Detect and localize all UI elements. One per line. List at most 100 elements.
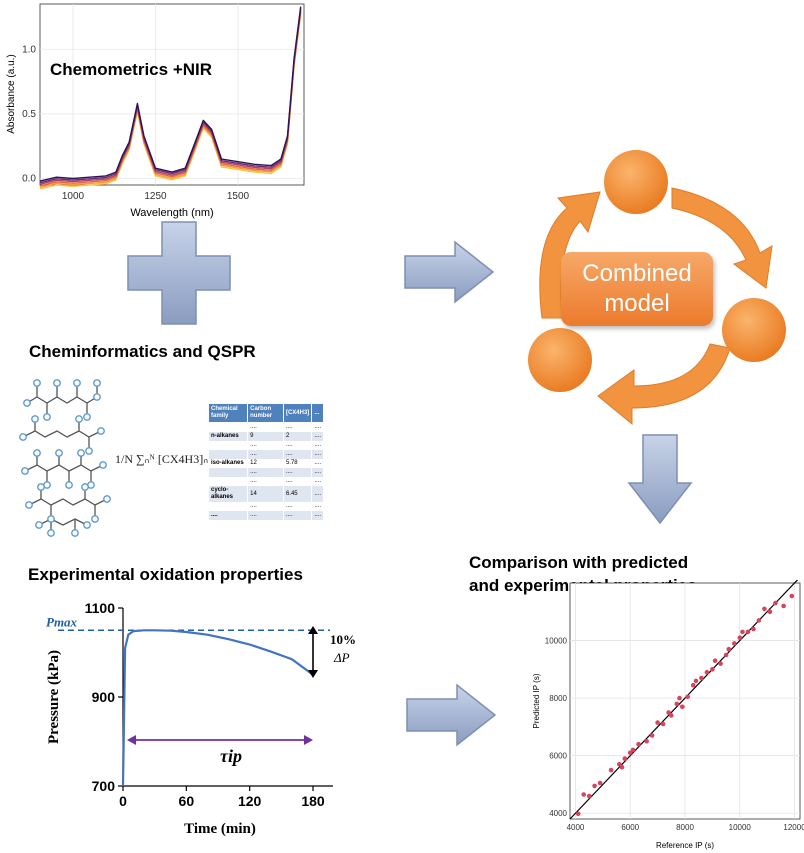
scatter-xtick-label: 4000 bbox=[567, 823, 585, 832]
scatter-point bbox=[756, 618, 762, 623]
table-cell: .... bbox=[282, 511, 313, 520]
scatter-point bbox=[762, 606, 767, 612]
qspr-header-carbon: Carbon number bbox=[247, 403, 284, 423]
heading-oxidation: Experimental oxidation properties bbox=[28, 565, 303, 584]
scatter-ylabel: Predicted IP (s) bbox=[532, 673, 541, 728]
table-cell: iso-alkanes bbox=[207, 459, 249, 468]
table-cell: .... bbox=[311, 450, 324, 459]
scatter-ytick-label: 4000 bbox=[549, 809, 567, 818]
nir-x-ticks: 1000 1250 1500 bbox=[62, 191, 250, 202]
scatter-point bbox=[619, 764, 625, 770]
pressure-series-line bbox=[121, 629, 314, 787]
table-cell: 9 bbox=[247, 432, 284, 441]
scatter-point bbox=[622, 756, 628, 761]
tau-arrow bbox=[127, 735, 313, 745]
nir-spectrum-line bbox=[39, 6, 302, 182]
scatter-point bbox=[592, 783, 597, 789]
table-cell: .... bbox=[247, 422, 284, 432]
nir-ytick-label: 0.0 bbox=[22, 174, 36, 185]
scatter-point bbox=[718, 661, 723, 666]
scatter-point bbox=[745, 629, 751, 635]
nir-xtick-label: 1250 bbox=[144, 191, 167, 202]
scatter-point bbox=[597, 780, 603, 786]
scatter-point bbox=[789, 593, 795, 599]
delta-p-symbol: ΔP bbox=[333, 650, 350, 665]
scatter-point bbox=[693, 678, 699, 684]
table-cell: .... bbox=[207, 511, 249, 520]
table-cell: .... bbox=[282, 477, 313, 486]
scatter-fit-line bbox=[569, 580, 799, 820]
cycle-orb-left bbox=[528, 328, 592, 392]
scatter-point bbox=[669, 713, 674, 718]
table-cell: .... bbox=[311, 477, 324, 486]
scatter-point bbox=[644, 739, 649, 744]
table-row: ............ bbox=[207, 477, 324, 486]
table-cell: 6.45 bbox=[282, 486, 313, 502]
scatter-point bbox=[581, 792, 586, 797]
table-cell: .... bbox=[282, 450, 313, 459]
scatter-xtick-label: 12000 bbox=[783, 823, 804, 832]
scatter-xtick-label: 10000 bbox=[729, 823, 752, 832]
table-cell bbox=[207, 468, 249, 477]
scatter-point bbox=[655, 720, 660, 725]
scatter-point bbox=[751, 626, 756, 632]
nir-xtick-label: 1500 bbox=[227, 191, 250, 202]
table-cell bbox=[207, 477, 249, 486]
table-cell bbox=[207, 422, 249, 432]
heading-qspr: Cheminformatics and QSPR bbox=[29, 342, 256, 361]
table-row: ................ bbox=[207, 511, 324, 520]
scatter-ytick-label: 8000 bbox=[549, 694, 567, 703]
scatter-point bbox=[685, 694, 690, 699]
scatter-xtick-label: 6000 bbox=[621, 823, 639, 832]
scatter-point bbox=[726, 646, 732, 652]
qspr-formula: 1/N ∑ₙᴺ [CX4H3]ₙ bbox=[115, 452, 208, 466]
scatter-point bbox=[586, 793, 592, 799]
scatter-point bbox=[704, 669, 710, 675]
pressure-ylabel: Pressure (kPa) bbox=[46, 650, 62, 744]
pmax-label: Pmax bbox=[46, 614, 78, 629]
scatter-point bbox=[767, 609, 773, 615]
arrow-down-icon bbox=[627, 434, 693, 525]
nir-xtick-label: 1000 bbox=[62, 191, 85, 202]
table-cell: .... bbox=[247, 511, 284, 520]
scatter-point bbox=[740, 629, 745, 635]
pressure-xtick-label: 180 bbox=[301, 793, 325, 809]
table-cell: .... bbox=[247, 477, 284, 486]
scatter-point bbox=[608, 767, 614, 773]
nir-ylabel: Absorbance (a.u.) bbox=[6, 54, 17, 134]
pressure-ytick-label: 900 bbox=[92, 689, 116, 705]
table-cell bbox=[207, 502, 249, 511]
nir-spectrum-line bbox=[39, 11, 302, 187]
nir-ytick-label: 0.5 bbox=[22, 109, 36, 120]
scatter-point bbox=[677, 695, 682, 701]
table-cell: cyclo-alkanes bbox=[207, 486, 249, 502]
scatter-point bbox=[674, 701, 680, 707]
nir-y-ticks: 0.00.51.0 bbox=[22, 44, 36, 184]
pressure-ytick-label: 1100 bbox=[85, 600, 116, 616]
qspr-table: Chemical family Carbon number [CX4H3] ..… bbox=[207, 403, 324, 520]
nir-spectrum-line bbox=[39, 14, 302, 190]
scatter-point bbox=[666, 710, 671, 715]
pressure-xtick-label: 0 bbox=[119, 793, 127, 809]
table-cell: .... bbox=[282, 468, 313, 477]
table-cell: 2 bbox=[282, 432, 313, 441]
scatter-point bbox=[627, 750, 633, 756]
cycle-orb-right bbox=[722, 298, 786, 362]
table-cell: .... bbox=[247, 450, 284, 459]
nir-plot-background bbox=[39, 3, 305, 186]
scatter-point bbox=[630, 747, 636, 753]
table-cell: .... bbox=[311, 511, 324, 520]
scatter-point bbox=[575, 811, 581, 817]
scatter-point bbox=[660, 721, 666, 727]
scatter-point bbox=[712, 658, 718, 663]
delta-p-arrow bbox=[308, 626, 318, 678]
combined-model-line1: Combined bbox=[582, 260, 692, 287]
scatter-point bbox=[732, 641, 737, 646]
table-cell: .... bbox=[311, 468, 324, 477]
